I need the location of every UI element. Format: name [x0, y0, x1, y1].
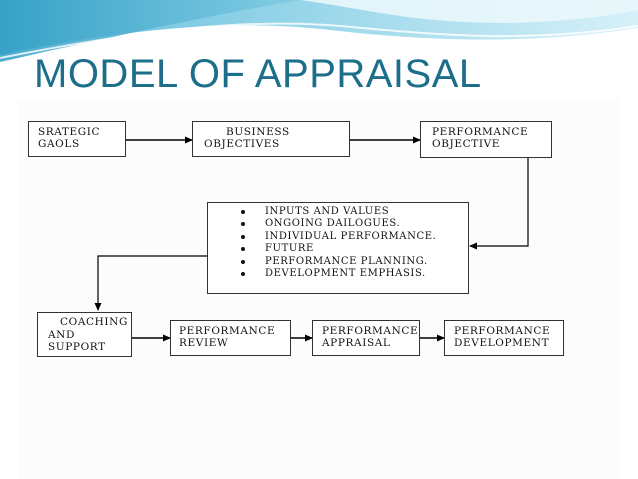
performance-review-line1: PERFORMANCE — [179, 325, 276, 337]
bullet-icon — [241, 222, 245, 227]
performance-development-box: PERFORMANCE DEVELOPMENT — [444, 320, 564, 356]
bullet-icon — [241, 234, 245, 239]
bullet-icon — [241, 210, 245, 214]
coaching-support-line1: COACHING — [60, 316, 128, 328]
list-item: DEVELOPMENT EMPHASIS. — [232, 268, 436, 280]
slide-title: MODEL OF APPRAISAL — [34, 52, 482, 96]
list-item: INDIVIDUAL PERFORMANCE. — [232, 231, 436, 243]
inputs-box — [207, 202, 469, 294]
strategic-goals-line2: GAOLS — [38, 138, 80, 150]
performance-development-line1: PERFORMANCE — [454, 325, 551, 337]
arrow-inputs-to-coaching — [94, 255, 207, 311]
business-objectives-box: BUSINESS OBJECTIVES — [192, 121, 350, 157]
list-item: PERFORMANCE PLANNING. — [232, 256, 436, 268]
performance-appraisal-line2: APPRAISAL — [322, 337, 391, 349]
performance-review-box: PERFORMANCE REVIEW — [170, 320, 291, 356]
performance-objective-line1: PERFORMANCE — [432, 126, 529, 138]
performance-appraisal-line1: PERFORMANCE — [322, 325, 419, 337]
strategic-goals-line1: SRATEGIC — [38, 126, 101, 138]
performance-review-line2: REVIEW — [179, 337, 229, 349]
performance-development-line2: DEVELOPMENT — [454, 337, 550, 349]
header-wave-decoration — [0, 0, 638, 62]
coaching-support-line3: SUPPORT — [48, 341, 106, 353]
list-item: ONGOING DAILOGUES. — [232, 218, 436, 230]
coaching-support-line2: AND — [48, 328, 75, 341]
performance-objective-line2: OBJECTIVE — [432, 138, 501, 150]
bullet-icon — [241, 272, 245, 277]
coaching-support-box: COACHING AND SUPPORT — [37, 312, 132, 357]
business-objectives-line2: OBJECTIVES — [204, 138, 280, 150]
inputs-list: INPUTS AND VALUES ONGOING DAILOGUES. IND… — [232, 206, 436, 280]
bullet-icon — [241, 259, 245, 264]
list-item: INPUTS AND VALUES — [232, 206, 436, 218]
business-objectives-line1: BUSINESS — [226, 126, 290, 138]
list-item: FUTURE — [232, 243, 436, 255]
strategic-goals-box: SRATEGIC GAOLS — [28, 121, 126, 157]
performance-appraisal-box: PERFORMANCE APPRAISAL — [312, 320, 420, 356]
bullet-icon — [241, 247, 245, 252]
performance-objective-box: PERFORMANCE OBJECTIVE — [420, 121, 552, 158]
arrow-performance-objective-to-inputs — [469, 158, 529, 250]
